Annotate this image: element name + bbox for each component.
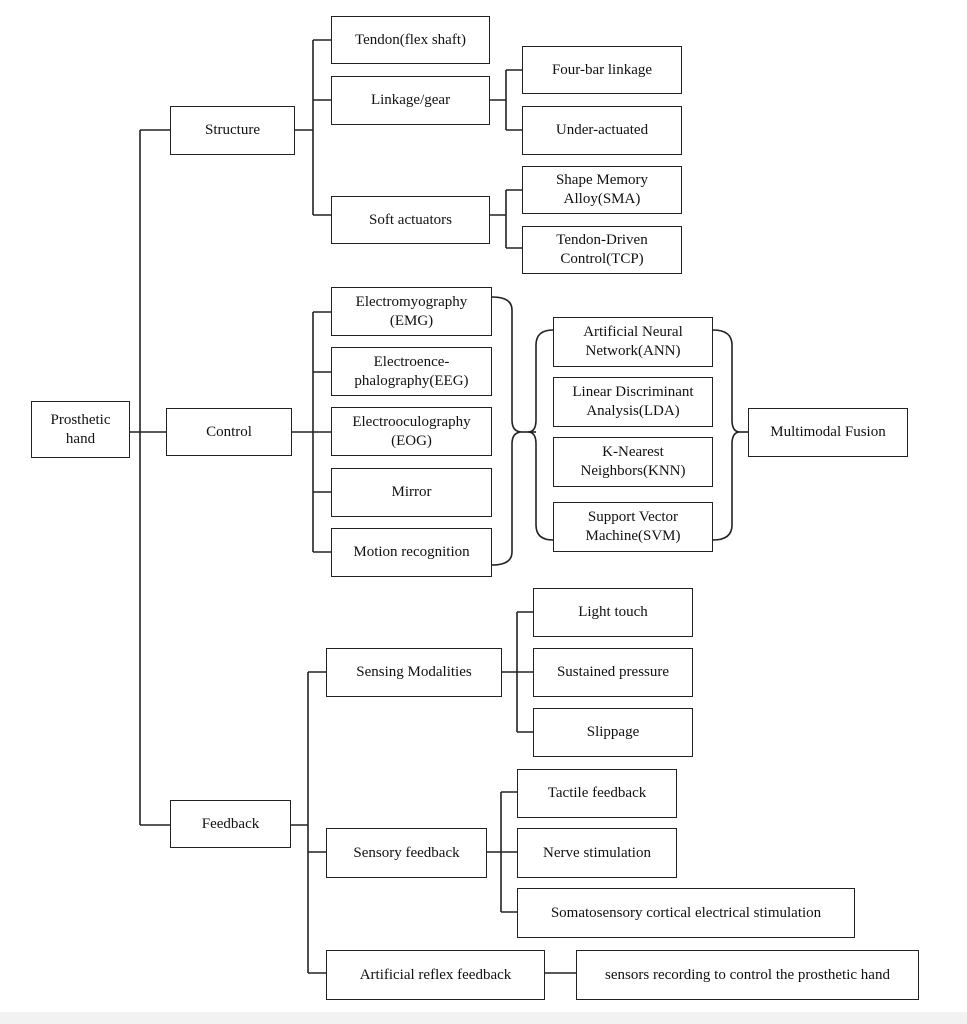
tcp-node-label: Tendon-Driven Control(TCP) <box>556 232 648 267</box>
control-node: Control <box>166 408 292 456</box>
structure-node-label: Structure <box>205 122 260 139</box>
light-touch-node-label: Light touch <box>578 604 648 621</box>
bottom-margin-strip <box>0 1012 967 1024</box>
control-node-label: Control <box>206 423 252 440</box>
tactile-feedback-node-label: Tactile feedback <box>547 785 647 802</box>
slippage-node: Slippage <box>533 708 693 757</box>
lda-node-label: Linear Discriminant Analysis(LDA) <box>572 384 694 419</box>
soft-actuators-node: Soft actuators <box>331 196 490 244</box>
sensing-modalities-node: Sensing Modalities <box>326 648 502 697</box>
sma-node-label: Shape Memory Alloy(SMA) <box>555 172 649 207</box>
under-actuated-node-label: Under-actuated <box>555 122 649 139</box>
sensing-modalities-node-label: Sensing Modalities <box>356 664 472 681</box>
emg-node: Electromyography (EMG) <box>331 287 492 336</box>
nerve-stimulation-node: Nerve stimulation <box>517 828 677 878</box>
sensors-recording-node: sensors recording to control the prosthe… <box>576 950 919 1000</box>
sma-node: Shape Memory Alloy(SMA) <box>522 166 682 214</box>
linkage-gear-node-label: Linkage/gear <box>370 92 451 109</box>
eog-node: Electrooculography (EOG) <box>331 407 492 456</box>
tendon-node-label: Tendon(flex shaft) <box>355 31 466 48</box>
svm-node: Support Vector Machine(SVM) <box>553 502 713 552</box>
eog-node-label: Electrooculography (EOG) <box>352 413 471 449</box>
knn-node-label: K-Nearest Neighbors(KNN) <box>580 444 686 479</box>
nerve-stimulation-node-label: Nerve stimulation <box>543 844 651 861</box>
linkage-gear-node: Linkage/gear <box>331 76 490 125</box>
sensors-recording-node-label: sensors recording to control the prosthe… <box>605 966 890 983</box>
artificial-reflex-feedback-node-label: Artificial reflex feedback <box>359 966 512 983</box>
multimodal-fusion-node-label: Multimodal Fusion <box>770 424 886 441</box>
structure-node: Structure <box>170 106 295 155</box>
slippage-node-label: Slippage <box>586 724 640 741</box>
sustained-pressure-node: Sustained pressure <box>533 648 693 697</box>
sustained-pressure-node-label: Sustained pressure <box>556 664 670 681</box>
root-node-label: Prosthetic hand <box>50 411 111 447</box>
eeg-node: Electroence-phalography(EEG) <box>331 347 492 396</box>
eeg-node-label: Electroence-phalography(EEG) <box>354 353 469 389</box>
tactile-feedback-node: Tactile feedback <box>517 769 677 818</box>
cortical-stimulation-node: Somatosensory cortical electrical stimul… <box>517 888 855 938</box>
sensory-feedback-node: Sensory feedback <box>326 828 487 878</box>
ann-node: Artificial Neural Network(ANN) <box>553 317 713 367</box>
ann-node-label: Artificial Neural Network(ANN) <box>583 324 683 359</box>
svm-node-label: Support Vector Machine(SVM) <box>585 509 681 544</box>
four-bar-linkage-node-label: Four-bar linkage <box>551 61 653 78</box>
feedback-node: Feedback <box>170 800 291 848</box>
under-actuated-node: Under-actuated <box>522 106 682 155</box>
sensory-feedback-node-label: Sensory feedback <box>353 844 460 861</box>
light-touch-node: Light touch <box>533 588 693 637</box>
four-bar-linkage-node: Four-bar linkage <box>522 46 682 94</box>
tendon-node: Tendon(flex shaft) <box>331 16 490 64</box>
artificial-reflex-feedback-node: Artificial reflex feedback <box>326 950 545 1000</box>
emg-node-label: Electromyography (EMG) <box>355 293 468 329</box>
motion-recognition-node-label: Motion recognition <box>353 544 470 561</box>
feedback-node-label: Feedback <box>201 815 260 832</box>
lda-node: Linear Discriminant Analysis(LDA) <box>553 377 713 427</box>
mirror-node: Mirror <box>331 468 492 517</box>
cortical-stimulation-node-label: Somatosensory cortical electrical stimul… <box>550 904 822 921</box>
tcp-node: Tendon-Driven Control(TCP) <box>522 226 682 274</box>
motion-recognition-node: Motion recognition <box>331 528 492 577</box>
root-node: Prosthetic hand <box>31 401 130 458</box>
knn-node: K-Nearest Neighbors(KNN) <box>553 437 713 487</box>
mirror-node-label: Mirror <box>391 484 432 501</box>
multimodal-fusion-node: Multimodal Fusion <box>748 408 908 457</box>
soft-actuators-node-label: Soft actuators <box>369 211 452 228</box>
